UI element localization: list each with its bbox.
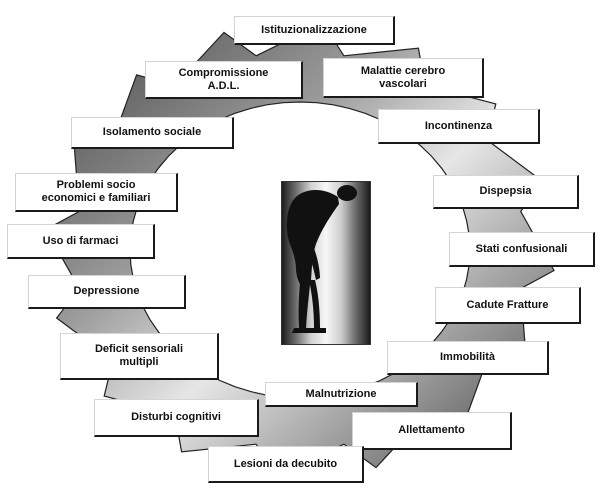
uso-di-farmaci-box: Uso di farmaci: [7, 224, 155, 259]
lesioni-da-decubito-box: Lesioni da decubito: [208, 446, 364, 483]
deficit-sensoriali-box: Deficit sensoriali multipli: [60, 333, 219, 380]
problemi-socio-economici-box: Problemi socio economici e familiari: [15, 173, 178, 212]
istituzionalizzazione-box: Istituzionalizzazione: [234, 16, 395, 45]
stooped-elderly-figure-panel: [281, 181, 371, 345]
stooped-person-silhouette-icon: [286, 185, 357, 333]
malattie-cerebro-vascolari-box: Malattie cerebro vascolari: [323, 58, 484, 98]
malnutrizione-box: Malnutrizione: [265, 382, 418, 407]
allettamento-box: Allettamento: [352, 412, 512, 450]
stati-confusionali-box: Stati confusionali: [449, 232, 595, 267]
cadute-fratture-box: Cadute Fratture: [435, 287, 581, 324]
incontinenza-box: Incontinenza: [378, 109, 540, 144]
dispepsia-box: Dispepsia: [433, 175, 579, 209]
depressione-box: Depressione: [28, 275, 186, 309]
compromissione-adl-box: Compromissione A.D.L.: [145, 61, 303, 99]
immobilita-box: Immobilità: [387, 341, 549, 375]
disturbi-cognitivi-box: Disturbi cognitivi: [94, 399, 259, 437]
isolamento-sociale-box: Isolamento sociale: [71, 117, 234, 149]
